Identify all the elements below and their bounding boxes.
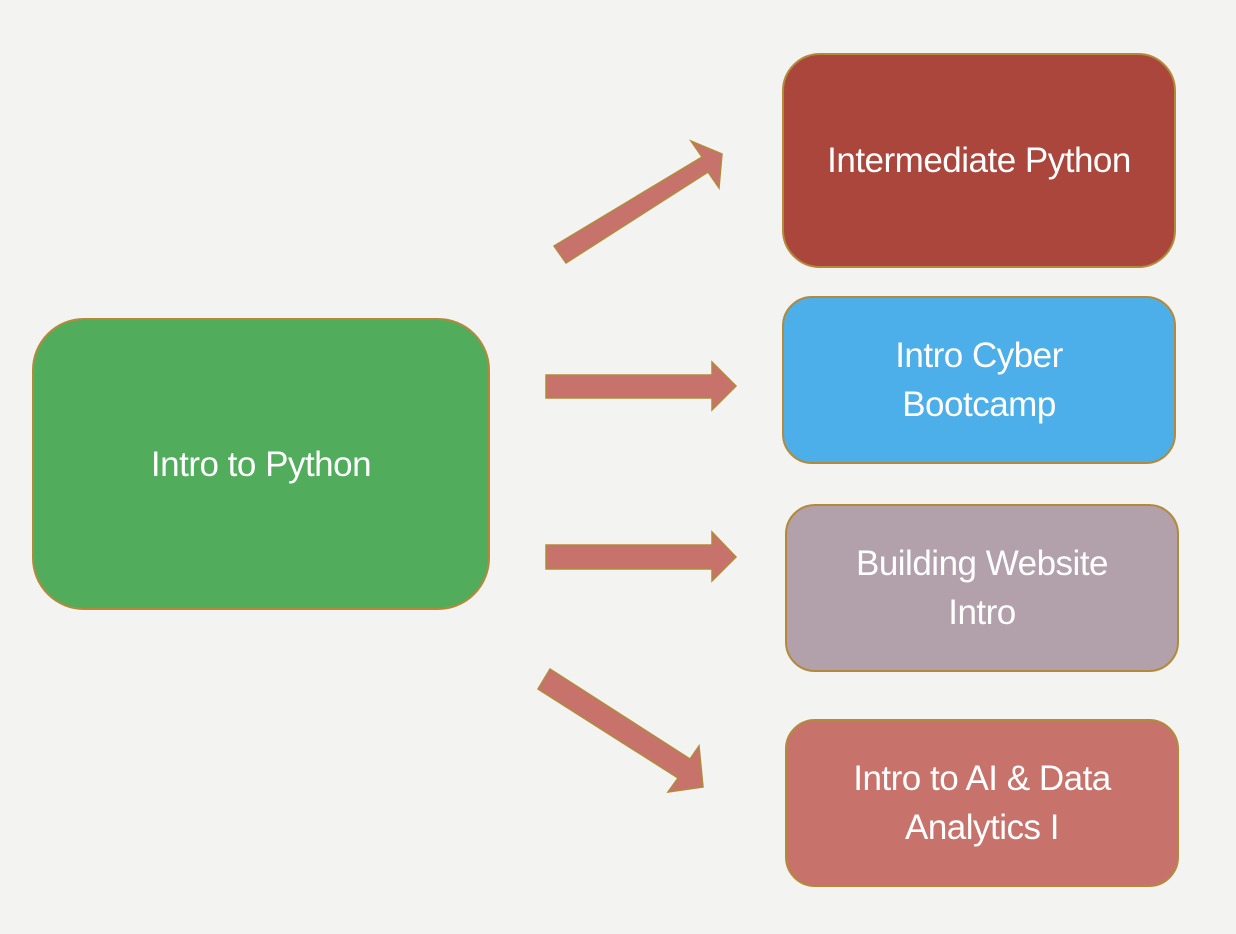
arrow-to-intro-cyber-bootcamp	[545, 360, 738, 412]
course-label: Building Website Intro	[855, 544, 1109, 632]
course-label: Intermediate Python	[827, 141, 1131, 180]
course-label: Intro to AI & Data Analytics I	[853, 759, 1111, 847]
arrow-to-intermediate-python	[552, 139, 723, 265]
arrow-to-intro-to-ai-data-analytics	[536, 667, 704, 793]
course-intro-cyber-bootcamp: Intro Cyber Bootcamp	[782, 296, 1176, 464]
course-label: Intro Cyber Bootcamp	[895, 336, 1063, 424]
course-intro-to-ai-data-analytics: Intro to AI & Data Analytics I	[785, 719, 1179, 887]
course-building-website-intro: Building Website Intro	[785, 504, 1179, 672]
course-label: Intro to Python	[150, 444, 372, 484]
arrow-to-building-website-intro	[545, 530, 738, 583]
course-intro-to-python: Intro to Python	[32, 318, 490, 610]
course-intermediate-python: Intermediate Python	[782, 53, 1176, 268]
